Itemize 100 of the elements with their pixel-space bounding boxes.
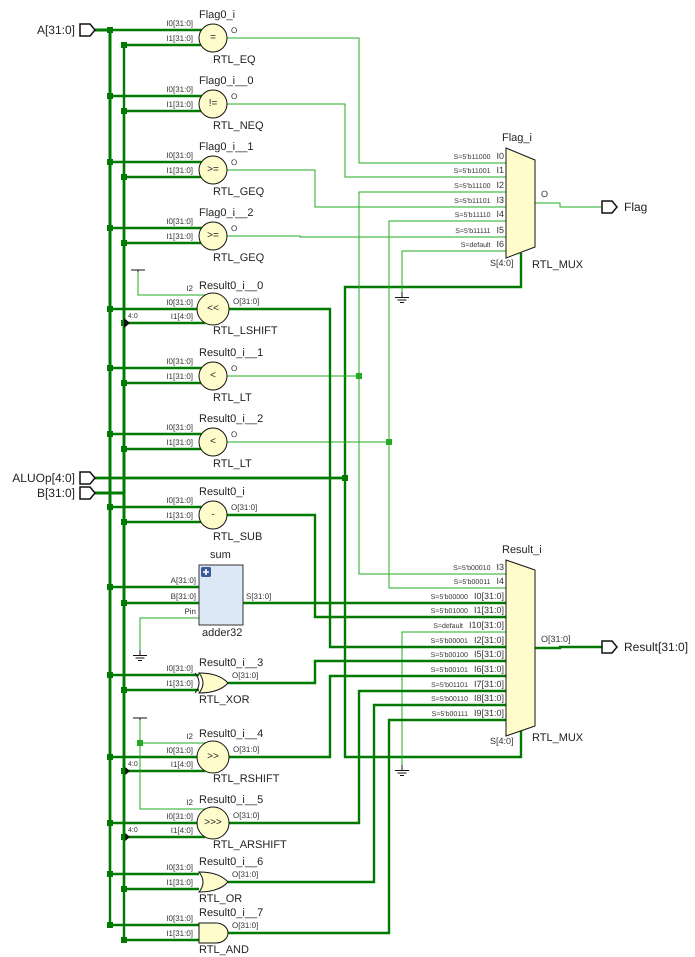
instance-name: Result0_i__6 — [199, 857, 264, 868]
operator-symbol: << — [207, 304, 219, 314]
pin-label: I3 — [496, 563, 504, 572]
pin-label: I0[31:0] — [166, 747, 193, 755]
instance-name: Flag0_i__1 — [199, 142, 254, 153]
pin-label: I0[31:0] — [166, 915, 193, 923]
wire — [138, 272, 206, 296]
instance-name: Result0_i__7 — [199, 908, 264, 919]
operator-symbol: >> — [207, 752, 219, 762]
pin-label: O[31:0] — [232, 672, 258, 680]
pin-label: I1[31:0] — [166, 233, 193, 241]
pin-label: O — [231, 159, 238, 167]
cell-type: RTL_ARSHIFT — [213, 840, 287, 851]
port-name: A[31:0] — [36, 24, 75, 36]
pin-label: I7[31:0] — [474, 680, 504, 689]
pin-label: O — [231, 365, 238, 373]
cell-type: RTL_LSHIFT — [213, 326, 278, 337]
port-name: Result[31:0] — [624, 641, 688, 653]
instance-name: sum — [210, 550, 231, 561]
instance-name: Flag0_i__0 — [199, 76, 254, 87]
pin-label: I0[31:0] — [166, 358, 193, 366]
pin-label: O[31:0] — [233, 746, 260, 754]
pin-label: I9[31:0] — [474, 709, 504, 718]
operator-symbol: >= — [207, 231, 219, 241]
instance-name: Flag_i — [502, 133, 532, 144]
wire — [226, 236, 506, 238]
port-name: ALUOp[4:0] — [12, 472, 75, 484]
cell-type: RTL_OR — [199, 894, 242, 905]
pin-label: O[31:0] — [232, 871, 258, 879]
pin-label: I5 — [496, 226, 504, 235]
wire — [402, 250, 506, 292]
pin-label: I2 — [186, 733, 193, 741]
bus-wire — [535, 646, 602, 650]
pin-label: I0[31:0] — [166, 218, 193, 226]
bus-wire — [229, 674, 506, 758]
pin-label: I1[31:0] — [166, 101, 193, 109]
bus-wire — [95, 476, 522, 758]
pin-label: I1[31:0] — [166, 680, 193, 688]
instance-name: Flag0_i — [199, 10, 236, 21]
pin-label: I6[31:0] — [474, 665, 504, 674]
pin-label: I10[31:0] — [468, 621, 504, 630]
pin-label: I1[31:0] — [166, 930, 193, 938]
cell-type: RTL_RSHIFT — [213, 774, 280, 785]
wire — [402, 632, 506, 766]
wire — [140, 618, 200, 650]
pin-label: I0[31:0] — [166, 20, 193, 28]
pin-label: I2[31:0] — [474, 636, 504, 645]
wire — [534, 202, 602, 208]
wire — [226, 104, 506, 178]
pin-label: I8[31:0] — [474, 694, 504, 703]
bus-wire — [229, 690, 506, 824]
instance-name: Result0_i__3 — [199, 658, 264, 669]
operator-symbol: >= — [207, 165, 219, 175]
pin-label: I2 — [186, 799, 193, 807]
pin-label: I1[4:0] — [170, 761, 193, 769]
pin-label: I0[31:0] — [166, 299, 193, 307]
pin-label: I1[31:0] — [474, 606, 504, 615]
pin-label: S[4:0] — [490, 259, 514, 268]
pin-label: I0[31:0] — [166, 813, 193, 821]
instance-name: Result_i — [502, 545, 542, 556]
pin-label: O — [231, 225, 238, 233]
pin-label: O — [541, 190, 548, 199]
operator-symbol: < — [210, 437, 216, 447]
bus-wire — [228, 660, 506, 684]
pin-label: I4 — [496, 577, 504, 586]
pin-label: I0[31:0] — [474, 592, 504, 601]
cell-type: RTL_GEQ — [213, 253, 264, 264]
cell-type: RTL_XOR — [199, 695, 250, 706]
pin-label: I1[31:0] — [166, 373, 193, 381]
pin-label: O[31:0] — [541, 635, 571, 644]
pin-label: I2 — [186, 285, 193, 293]
pin-label: S[31:0] — [246, 593, 272, 601]
operator-symbol: < — [210, 371, 216, 381]
pin-label: I0[31:0] — [166, 424, 193, 432]
pin-label: O — [231, 93, 238, 101]
operator-symbol: != — [208, 99, 218, 109]
pin-label: I1 — [496, 166, 504, 175]
cell-type: RTL_MUX — [532, 260, 584, 271]
pin-label: I1[31:0] — [166, 439, 193, 447]
pin-label: I1[31:0] — [166, 879, 193, 887]
instance-name: Result0_i__5 — [199, 795, 264, 806]
wire — [226, 170, 506, 208]
instance-name: Result0_i__4 — [199, 729, 264, 740]
port-name: Flag — [624, 201, 648, 213]
pin-label: I4 — [496, 210, 504, 219]
pin-label: O[31:0] — [232, 922, 258, 930]
instance-name: Result0_i — [199, 487, 245, 498]
pin-label: I1[31:0] — [166, 167, 193, 175]
instance-name: Flag0_i__2 — [199, 208, 254, 219]
cell-type: RTL_MUX — [532, 733, 584, 744]
wire — [226, 38, 506, 164]
cell-type: RTL_EQ — [213, 55, 256, 66]
bus-wire — [228, 718, 506, 934]
pin-label: Pin — [184, 608, 196, 616]
pin-label: I1[31:0] — [166, 512, 193, 520]
operator-symbol: - — [211, 510, 215, 520]
pin-label: O[31:0] — [233, 298, 260, 306]
cell-type: RTL_LT — [213, 393, 252, 404]
bus-wire — [227, 514, 506, 618]
pin-label: I6 — [496, 240, 504, 249]
